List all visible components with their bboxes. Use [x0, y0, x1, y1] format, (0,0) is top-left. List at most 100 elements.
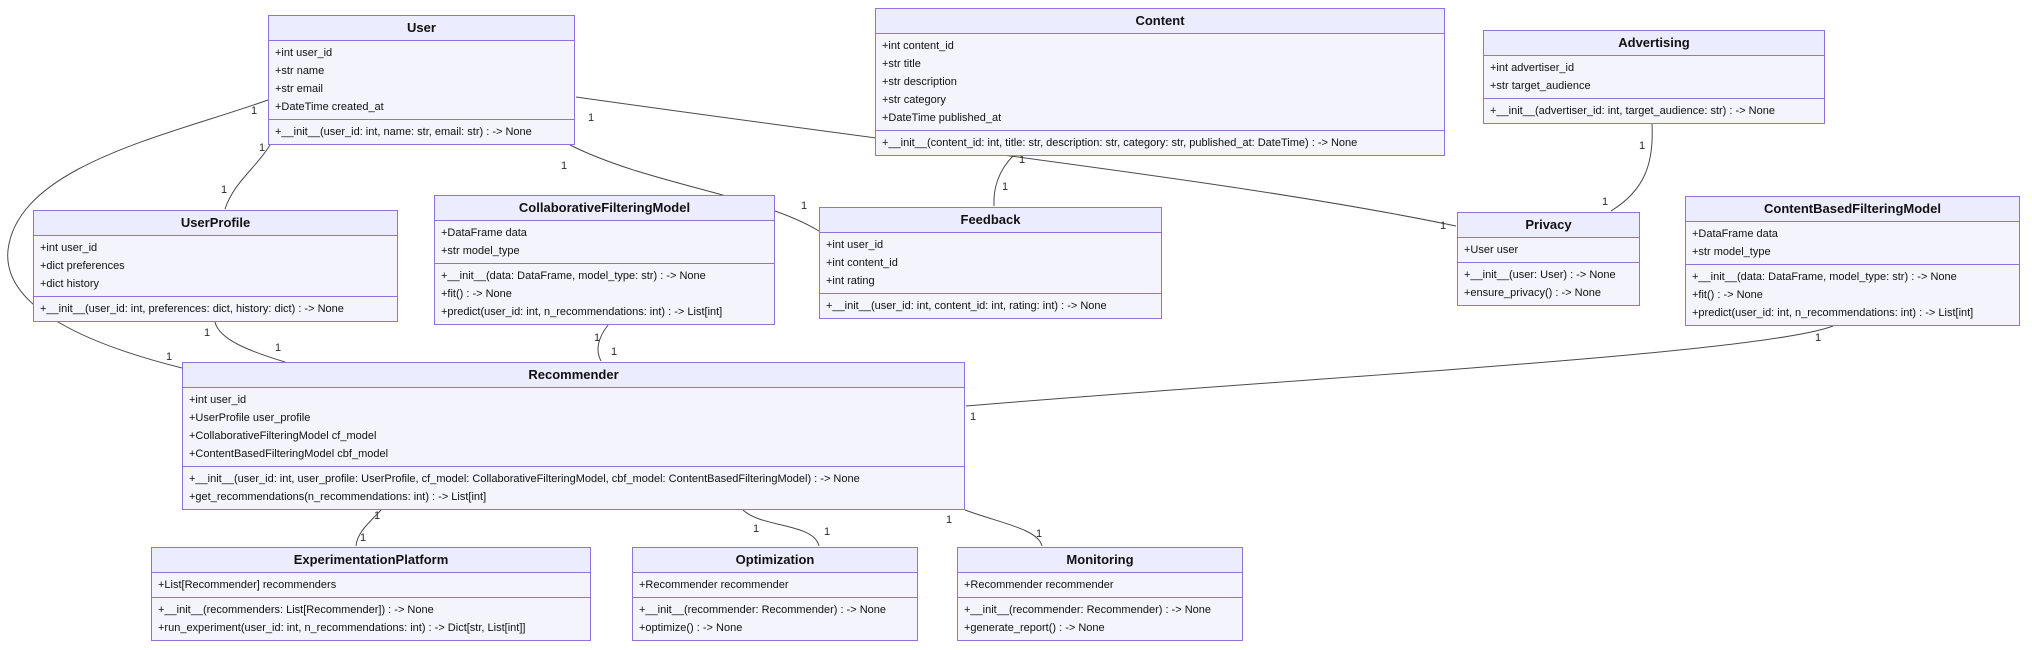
class-attribute: +str name [275, 65, 325, 77]
class-box-content: Content +int content_id +str title +str … [875, 8, 1445, 156]
class-title: Monitoring [958, 548, 1242, 573]
class-attribute: +int user_id [275, 47, 333, 59]
class-attribute: +str email [275, 83, 323, 95]
edge-user-userprofile [224, 144, 271, 210]
class-title: UserProfile [34, 211, 397, 236]
class-title: CollaborativeFilteringModel [435, 196, 774, 221]
attributes-section: +DataFrame data +str model_type [435, 221, 774, 263]
multiplicity-label: 1 [374, 510, 380, 522]
attributes-section: +int user_id +str name +str email +DateT… [269, 41, 574, 119]
class-method: +run_experiment(user_id: int, n_recommen… [158, 622, 526, 634]
multiplicity-label: 1 [1639, 140, 1645, 152]
multiplicity-label: 1 [275, 342, 281, 354]
class-method: +__init__(user_id: int, user_profile: Us… [189, 473, 860, 485]
class-attribute: +ContentBasedFilteringModel cbf_model [189, 448, 389, 460]
methods-section: +__init__(content_id: int, title: str, d… [876, 130, 1444, 155]
class-box-feedback: Feedback +int user_id +int content_id +i… [819, 207, 1162, 319]
class-box-monitoring: Monitoring +Recommender recommender +__i… [957, 547, 1243, 641]
methods-section: +__init__(data: DataFrame, model_type: s… [435, 263, 774, 324]
class-method: +__init__(user: User) : -> None [1464, 269, 1616, 281]
class-method: +__init__(recommender: Recommender) : ->… [964, 604, 1212, 616]
class-method: +__init__(user_id: int, preferences: dic… [40, 303, 344, 315]
class-method: +__init__(advertiser_id: int, target_aud… [1490, 105, 1775, 117]
multiplicity-label: 1 [251, 105, 257, 117]
class-title: Advertising [1484, 31, 1824, 56]
edge-content-feedback [993, 155, 1014, 207]
edge-recommender-experimentationplatform [355, 509, 382, 547]
class-title: Feedback [820, 208, 1161, 233]
attributes-section: +Recommender recommender [633, 573, 917, 597]
class-title: Optimization [633, 548, 917, 573]
class-attribute: +DataFrame data [1692, 228, 1778, 240]
multiplicity-label: 1 [561, 160, 567, 172]
multiplicity-label: 1 [1440, 220, 1446, 232]
methods-section: +__init__(recommender: Recommender) : ->… [633, 597, 917, 640]
edge-advertising-privacy [1610, 123, 1653, 212]
class-attribute: +int advertiser_id [1490, 62, 1575, 74]
class-title: User [269, 16, 574, 41]
multiplicity-label: 1 [259, 142, 265, 154]
class-attribute: +UserProfile user_profile [189, 412, 311, 424]
attributes-section: +DataFrame data +str model_type [1686, 222, 2019, 264]
class-box-experimentation-platform: ExperimentationPlatform +List[Recommende… [151, 547, 591, 641]
class-method: +__init__(data: DataFrame, model_type: s… [441, 270, 706, 282]
class-attribute: +int content_id [882, 40, 954, 52]
multiplicity-label: 1 [1019, 154, 1025, 166]
class-attribute: +int user_id [40, 242, 98, 254]
multiplicity-label: 1 [166, 351, 172, 363]
multiplicity-label: 1 [221, 184, 227, 196]
methods-section: +__init__(user_id: int, user_profile: Us… [183, 466, 964, 509]
class-box-user: User +int user_id +str name +str email +… [268, 15, 575, 145]
class-attribute: +User user [1464, 244, 1519, 256]
multiplicity-label: 1 [946, 514, 952, 526]
class-box-advertising: Advertising +int advertiser_id +str targ… [1483, 30, 1825, 124]
class-attribute: +List[Recommender] recommenders [158, 579, 337, 591]
class-box-collaborative-filtering-model: CollaborativeFilteringModel +DataFrame d… [434, 195, 775, 325]
edge-recommender-optimization [742, 509, 820, 547]
class-attribute: +DataFrame data [441, 227, 527, 239]
class-method: +fit() : -> None [441, 288, 512, 300]
class-title: Recommender [183, 363, 964, 388]
multiplicity-label: 1 [588, 112, 594, 124]
edge-recommender-monitoring [964, 509, 1043, 547]
class-method: +__init__(user_id: int, content_id: int,… [826, 300, 1107, 312]
class-attribute: +int user_id [826, 239, 884, 251]
class-attribute: +str model_type [441, 245, 520, 257]
multiplicity-label: 1 [824, 526, 830, 538]
multiplicity-label: 1 [1602, 196, 1608, 208]
class-box-content-based-filtering-model: ContentBasedFilteringModel +DataFrame da… [1685, 196, 2020, 326]
multiplicity-label: 1 [753, 523, 759, 535]
class-method: +generate_report() : -> None [964, 622, 1105, 634]
attributes-section: +int user_id +int content_id +int rating [820, 233, 1161, 293]
methods-section: +__init__(user_id: int, name: str, email… [269, 119, 574, 144]
class-method: +get_recommendations(n_recommendations: … [189, 491, 487, 503]
multiplicity-label: 1 [204, 327, 210, 339]
class-method: +__init__(data: DataFrame, model_type: s… [1692, 271, 1957, 283]
attributes-section: +int user_id +UserProfile user_profile +… [183, 388, 964, 466]
multiplicity-label: 1 [1036, 528, 1042, 540]
attributes-section: +User user [1458, 238, 1639, 262]
multiplicity-label: 1 [801, 200, 807, 212]
methods-section: +__init__(recommender: Recommender) : ->… [958, 597, 1242, 640]
methods-section: +__init__(user: User) : -> None +ensure_… [1458, 262, 1639, 305]
methods-section: +__init__(recommenders: List[Recommender… [152, 597, 590, 640]
attributes-section: +int user_id +dict preferences +dict his… [34, 236, 397, 296]
class-method: +__init__(recommender: Recommender) : ->… [639, 604, 887, 616]
methods-section: +__init__(user_id: int, content_id: int,… [820, 293, 1161, 318]
class-box-privacy: Privacy +User user +__init__(user: User)… [1457, 212, 1640, 306]
class-attribute: +int user_id [189, 394, 247, 406]
class-method: +__init__(recommenders: List[Recommender… [158, 604, 434, 616]
class-box-optimization: Optimization +Recommender recommender +_… [632, 547, 918, 641]
multiplicity-label: 1 [611, 346, 617, 358]
class-attribute: +str category [882, 94, 946, 106]
class-box-userprofile: UserProfile +int user_id +dict preferenc… [33, 210, 398, 322]
class-attribute: +str title [882, 58, 921, 70]
class-attribute: +int content_id [826, 257, 898, 269]
methods-section: +__init__(data: DataFrame, model_type: s… [1686, 264, 2019, 325]
class-attribute: +dict history [40, 278, 99, 290]
attributes-section: +Recommender recommender [958, 573, 1242, 597]
edge-cfm-recommender [597, 324, 609, 362]
multiplicity-label: 1 [360, 532, 366, 544]
methods-section: +__init__(user_id: int, preferences: dic… [34, 296, 397, 321]
